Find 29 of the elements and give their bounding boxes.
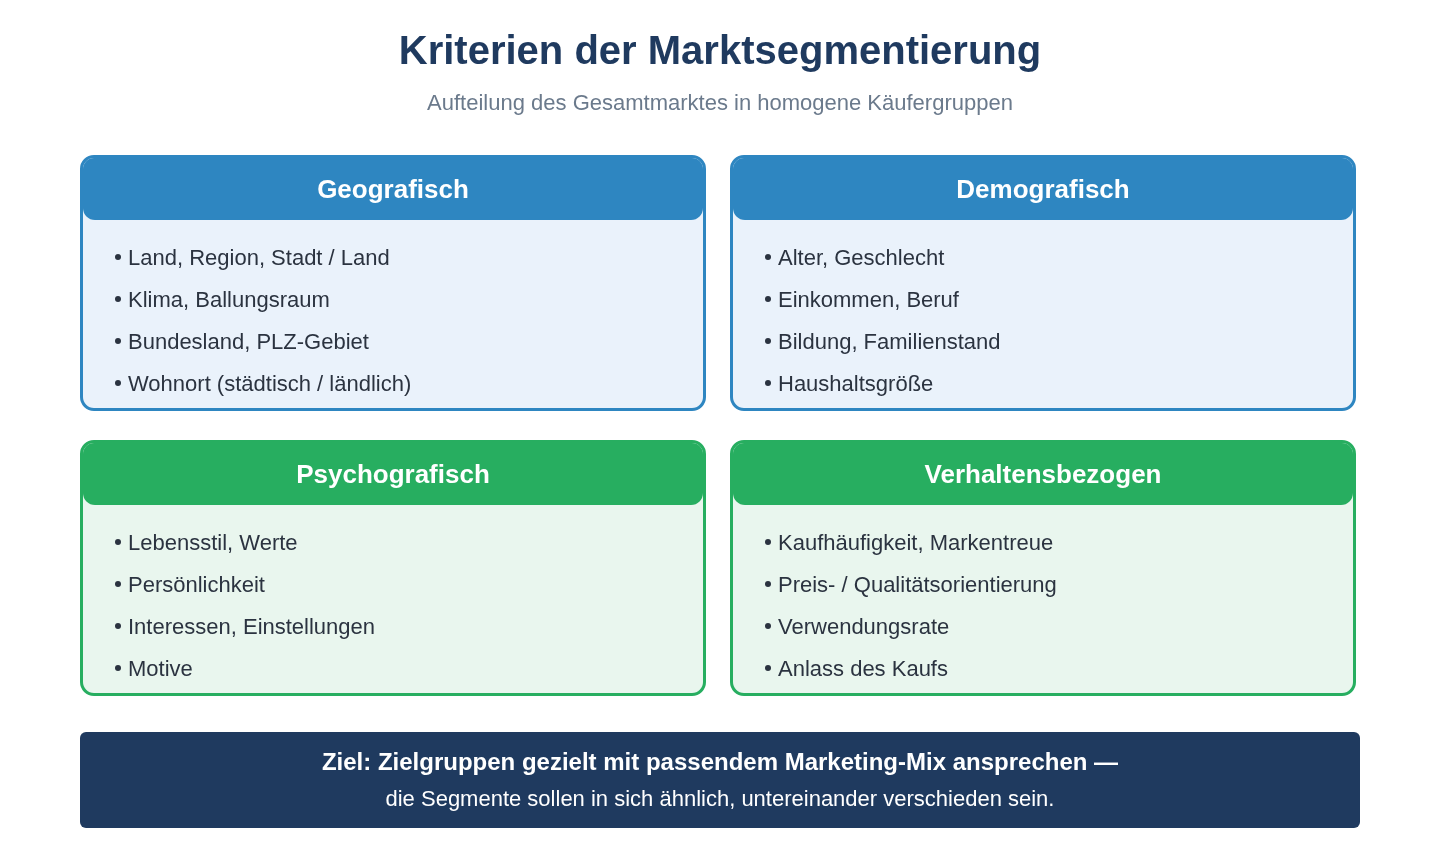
- list-item: Verwendungsrate: [778, 614, 950, 639]
- list-item: Bildung, Familienstand: [778, 329, 1001, 354]
- list-item: Wohnort (städtisch / ländlich): [128, 371, 412, 396]
- list-item: Anlass des Kaufs: [778, 656, 948, 681]
- list-item: Haushaltsgröße: [778, 371, 934, 396]
- list-item: Motive: [128, 656, 193, 681]
- card-header: Verhaltensbezogen: [733, 443, 1353, 505]
- card-header: Geografisch: [83, 158, 703, 220]
- goal-heading: Ziel: Zielgruppen gezielt mit passendem Marketing-Mix ansprechen —: [321, 748, 1119, 776]
- list-item: Bundesland, PLZ-Gebiet: [128, 329, 369, 354]
- card-header: Psychografisch: [83, 443, 703, 505]
- list-item: Interessen, Einstellungen: [128, 614, 376, 639]
- list-item: Alter, Geschlecht: [778, 245, 945, 270]
- category-card: [80, 155, 706, 411]
- list-item: Kaufhäufigkeit, Markentreue: [778, 530, 1054, 555]
- list-item: Klima, Ballungsraum: [128, 287, 330, 312]
- list-item: Land, Region, Stadt / Land: [128, 245, 390, 270]
- list-item: Persönlichkeit: [128, 572, 265, 597]
- subtitle: Aufteilung des Gesamtmarktes in homogene Käufergruppen: [427, 90, 1013, 116]
- page-title: Kriterien der Marktsegmentierung: [398, 28, 1042, 73]
- list-item: Preis- / Qualitätsorientierung: [778, 572, 1057, 597]
- card-header: Demografisch: [733, 158, 1353, 220]
- goal-text: die Segmente sollen in sich ähnlich, untereinander verschieden sein.: [385, 786, 1055, 812]
- goal-banner: [80, 732, 1360, 828]
- list-item: Lebensstil, Werte: [128, 530, 298, 555]
- category-card: [80, 440, 706, 696]
- category-card: [730, 440, 1356, 696]
- list-item: Einkommen, Beruf: [778, 287, 959, 312]
- category-card: [730, 155, 1356, 411]
